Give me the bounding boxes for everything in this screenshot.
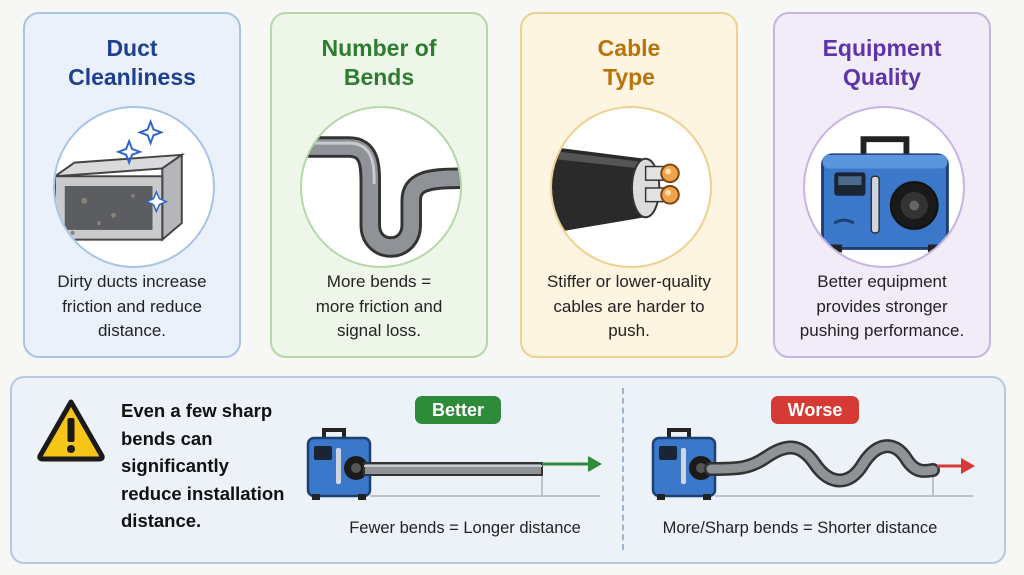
card-description: Stiffer or lower-quality cables are hard… — [546, 272, 712, 340]
worse-diagram — [651, 428, 975, 500]
warning-text: Even a few sharp bends can significantly… — [121, 400, 285, 531]
card-description: More bends = more friction and signal lo… — [315, 272, 443, 340]
card-number-of-bends: Number of Bends More bends = more fricti… — [270, 12, 488, 358]
better-diagram — [306, 428, 602, 500]
card-title: Equipment Quality — [822, 35, 942, 90]
card-description: Better equipment provides stronger pushi… — [799, 272, 965, 340]
worse-caption: More/Sharp bends = Shorter distance — [662, 519, 938, 537]
card-title: Number of Bends — [321, 35, 437, 90]
worse-label: Worse — [771, 396, 859, 424]
blowing-machine-icon — [306, 428, 372, 500]
blowing-machine-icon — [803, 106, 965, 268]
better-label: Better — [415, 396, 501, 424]
card-description: Dirty ducts increase friction and reduce… — [57, 272, 207, 340]
blowing-machine-icon — [651, 428, 717, 500]
card-duct-cleanliness: Duct Cleanliness Dirty ducts increase fr… — [23, 12, 241, 358]
dirty-duct-icon — [53, 106, 215, 268]
better-caption: Fewer bends = Longer distance — [349, 519, 581, 537]
bent-pipe-icon — [300, 106, 462, 268]
cable-cross-section-icon — [550, 106, 712, 268]
card-equipment-quality: Equipment Quality Better equipment provi… — [773, 12, 991, 358]
comparison-divider — [622, 388, 624, 550]
warning-triangle-icon — [37, 399, 105, 462]
card-title: Duct Cleanliness — [68, 35, 196, 90]
card-title: Cable Type — [597, 35, 661, 90]
card-cable-type: Cable Type Stiffer or lower-quality cabl… — [520, 12, 738, 358]
